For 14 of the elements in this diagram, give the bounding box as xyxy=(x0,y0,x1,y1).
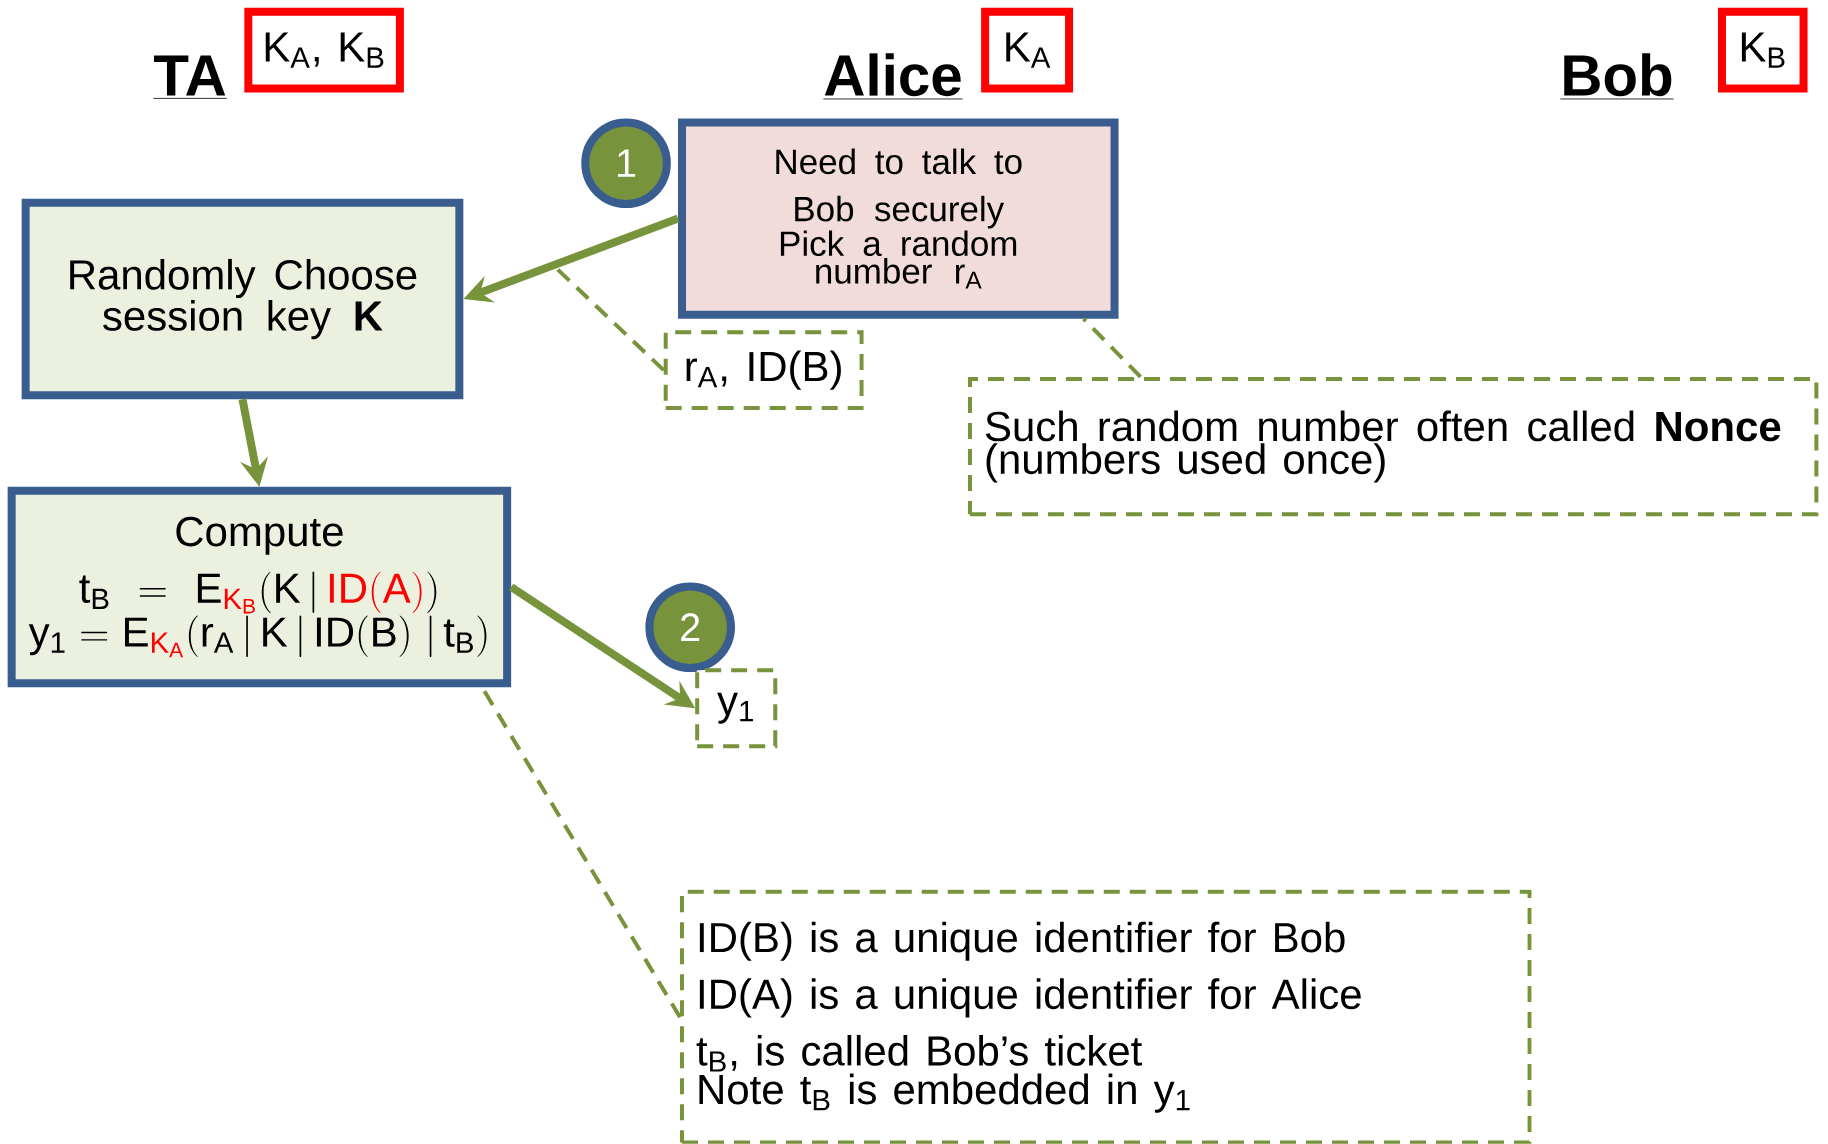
party-heading: Bob xyxy=(1559,53,1675,100)
note-box: ID(B) is a unique identifier for Bob ID(A) is a unique identifier for Alice t$_{B}$, is called Bob’s ticket Note t$_{B}$ is embedded in y$_{1}$ xyxy=(680,890,1532,1144)
process-box: Compute $\mathrm{t}_{\mathrm{B}} = \mathrm{E}_{\color{red}\mathrm{K}_{\mathrm{B}}}(\mathrm{K}\,\mathbf{|}\,{\color{red}\mathrm{ID(A)}})$ $\mathrm{y}_{\mathrm{1}} = \mathrm{E}_{\color{red}\mathrm{K}_{\mathrm{A}}}(\mathrm{r}_{\mathrm{A}}\,\mathbf{|}\,\mathrm{K}\,\mathbf{|}\,\mathrm{ID(B)}\;\mathbf{|}\,\mathrm{t}_{\mathrm{B}})$ xyxy=(7,486,512,688)
process-box: Randomly Choose session key K xyxy=(21,199,464,400)
party-heading: TA xyxy=(152,55,228,99)
party-heading: Alice xyxy=(822,53,964,100)
leader-line xyxy=(1082,317,1142,379)
note-box: r$_{A}$, ID(B) xyxy=(663,330,864,411)
note-box: y$_{1}$ xyxy=(695,668,778,749)
key-box: K$_{A}$ xyxy=(981,7,1074,93)
key-box: K$_{A}$, K$_{B}$ xyxy=(244,7,404,93)
process-box: Need to talk to Bob securely Pick a random number r$_{A}$ xyxy=(678,118,1119,319)
note-box: Such random number often called Nonce (numbers used once) xyxy=(968,377,1819,517)
key-box: K$_{B}$ xyxy=(1717,7,1808,93)
